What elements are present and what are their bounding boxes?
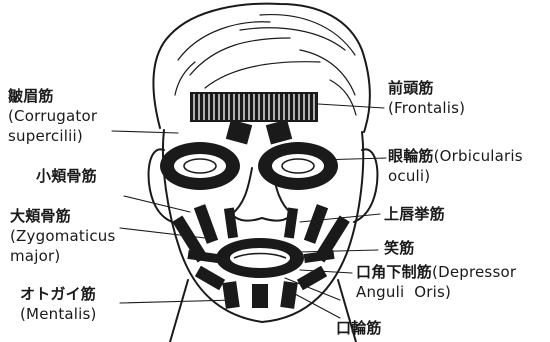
levator-labii-right <box>284 207 298 238</box>
label-corrugator-en1: (Corrugator <box>8 106 97 126</box>
label-frontalis-jp: 前頭筋 <box>388 78 465 98</box>
label-risorius: 笑筋 <box>384 238 414 258</box>
label-depressor-anguli: 口角下制筋(Depressor Anguli Oris) <box>356 262 516 302</box>
label-levator-labii-jp: 上唇挙筋 <box>384 204 445 224</box>
neck-left <box>170 280 188 342</box>
left-eye <box>174 154 226 178</box>
label-frontalis-en: (Frontalis) <box>388 98 465 118</box>
label-corrugator-jp: 皺眉筋 <box>8 86 97 106</box>
label-depressor-anguli-en1: (Depressor <box>432 263 516 281</box>
label-mentalis-jp: オトガイ筋 <box>20 284 97 304</box>
label-levator-labii: 上唇挙筋 <box>384 204 445 224</box>
mentalis-left <box>222 281 239 309</box>
label-depressor-anguli-line1: 口角下制筋(Depressor <box>356 262 516 282</box>
zygomaticus-minor-right <box>304 204 328 244</box>
corrugator-left <box>226 119 252 144</box>
label-zygomaticus-major-jp: 大頬骨筋 <box>10 206 116 226</box>
label-corrugator: 皺眉筋 (Corrugator supercilii) <box>8 86 97 146</box>
label-zygomaticus-minor-jp: 小頬骨筋 <box>36 166 97 186</box>
corrugator-right <box>266 119 292 144</box>
right-eye <box>272 154 324 178</box>
label-orbicularis-oculi-jp: 眼輪筋 <box>388 147 434 165</box>
label-frontalis: 前頭筋 (Frontalis) <box>388 78 465 118</box>
depressor-right <box>297 266 327 290</box>
label-orbicularis-oris: 口輪筋 <box>336 318 382 338</box>
label-depressor-anguli-en2: Anguli Oris) <box>356 282 516 302</box>
label-zygomaticus-minor: 小頬骨筋 <box>36 166 97 186</box>
label-orbicularis-oculi-line1: 眼輪筋(Orbicularis <box>388 146 523 166</box>
label-mentalis-en: (Mentalis) <box>20 304 97 324</box>
mouth <box>230 248 290 268</box>
label-depressor-anguli-jp: 口角下制筋 <box>356 263 432 281</box>
mentalis-right <box>280 281 297 309</box>
label-orbicularis-oculi: 眼輪筋(Orbicularis oculi) <box>388 146 523 186</box>
zygomaticus-minor-left <box>194 204 218 244</box>
mentalis-center <box>252 284 268 308</box>
label-orbicularis-oculi-en1: (Orbicularis <box>434 147 523 165</box>
label-zygomaticus-major-en2: major) <box>10 246 116 266</box>
label-corrugator-en2: supercilii) <box>8 126 97 146</box>
label-zygomaticus-major: 大頬骨筋 (Zygomaticus major) <box>10 206 116 266</box>
label-mentalis: オトガイ筋 (Mentalis) <box>20 284 97 324</box>
label-orbicularis-oris-jp: 口輪筋 <box>336 318 382 338</box>
label-risorius-jp: 笑筋 <box>384 238 414 258</box>
levator-labii-left <box>224 207 238 238</box>
label-orbicularis-oculi-en2: oculi) <box>388 166 523 186</box>
label-zygomaticus-major-en1: (Zygomaticus <box>10 226 116 246</box>
